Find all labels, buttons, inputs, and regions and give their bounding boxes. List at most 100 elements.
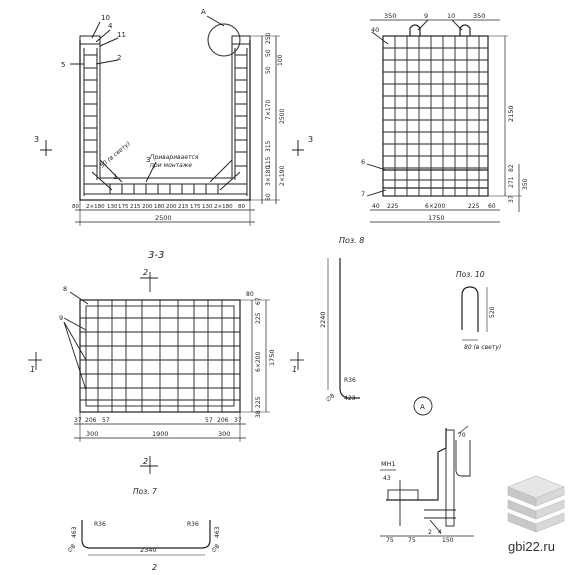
pos10-hook	[461, 286, 488, 341]
dim-b-200b: 200	[166, 204, 177, 210]
note-weld-2: при монтаже	[150, 162, 192, 169]
plan-callout-9: 9	[59, 314, 63, 322]
pos7-len: 2340	[140, 546, 157, 554]
plan-b-57b: 57	[205, 417, 213, 424]
callout-3: 3	[146, 156, 150, 164]
plan-dim-225b: 225	[255, 396, 262, 408]
plan-view	[28, 272, 304, 474]
circle-a-label: A	[201, 8, 206, 16]
elevation-grid-horizontal	[383, 47, 488, 181]
dim-b-80b: 80	[238, 204, 245, 210]
detail-a-labels: A МН1 43 70 75 75 150 4 2	[381, 403, 466, 544]
pos7-r-right: R36	[187, 521, 199, 528]
callout-10: 10	[101, 14, 110, 22]
elev-dim-350: 350	[522, 178, 529, 190]
pos8-bar	[327, 258, 360, 399]
detail-a-mark: МН1	[381, 460, 396, 468]
pos7-bar	[81, 520, 211, 556]
dim-b-175b: 175	[190, 204, 201, 210]
plan-dim-38: 38	[255, 410, 262, 418]
pos8-height: 2240	[319, 311, 327, 328]
dim-b-130b: 130	[202, 204, 213, 210]
plan-section-1-right: 1	[292, 365, 297, 374]
note-weld: Приваривается	[150, 154, 199, 161]
pos8-dia: ∅8	[325, 392, 337, 403]
detail-a-dim-70: 70	[458, 432, 466, 439]
dim-b-200: 200	[142, 204, 153, 210]
dim-b-215: 215	[130, 204, 141, 210]
dim-2500-v: 2500	[279, 109, 286, 124]
note-50-clear: 50 (в свету)	[99, 140, 132, 169]
elev-callout-6: 6	[361, 158, 365, 166]
plan-b-300: 300	[86, 430, 98, 438]
dim-total-2500: 2500	[155, 214, 172, 222]
elev-dim-271: 271	[508, 176, 515, 188]
dim-b-180: 180	[154, 204, 165, 210]
pos7-dia-left: ∅8	[66, 543, 77, 555]
elev-b-60: 60	[488, 203, 496, 210]
plan-section-1-left: 1	[30, 365, 35, 374]
elev-top-350-r: 350	[473, 12, 485, 20]
plan-dim-1750: 1750	[268, 349, 276, 366]
section-mark-3-right: 3	[308, 135, 313, 144]
right-wall-rungs	[234, 48, 248, 196]
dim-115: 115	[265, 156, 272, 168]
detail-a	[380, 396, 474, 537]
dim-250: 250	[265, 32, 272, 44]
dim-3x180: 3×180	[265, 166, 272, 186]
callout-2: 2	[117, 54, 121, 62]
callout-5: 5	[61, 61, 65, 69]
watermark-text: gbi22.ru	[508, 539, 555, 554]
plan-section-2-top: 2	[143, 268, 148, 277]
pos8-width: 423	[344, 395, 356, 402]
pos10-height: 520	[489, 306, 496, 318]
left-wall-rungs	[83, 48, 98, 196]
pos7-dia-right: ∅8	[210, 543, 221, 555]
elev-dim-82: 82	[508, 164, 515, 172]
elev-b-225: 225	[387, 203, 399, 210]
plan-b-1900: 1900	[152, 430, 169, 438]
plan-b-37: 37	[74, 417, 82, 424]
pos7-section-2: 2	[152, 563, 157, 572]
elev-dim-2150: 2150	[507, 105, 515, 122]
detail-a-dim-43: 43	[383, 475, 391, 482]
elev-total-1750: 1750	[428, 214, 445, 222]
detail-a-dim-75a: 75	[386, 537, 394, 544]
elev-b-40: 40	[372, 203, 380, 210]
section-u-view	[40, 15, 304, 226]
pos10-labels: Поз. 10 520 80 (в свету)	[456, 270, 501, 351]
dim-b-130: 130	[107, 204, 118, 210]
elev-dim-37: 37	[508, 195, 515, 203]
plan-labels: 8 9 80 67 225 6×200 1750 225 38 37 206 5…	[30, 268, 297, 466]
plan-dim-6x200: 6×200	[255, 352, 262, 372]
elev-left-40: 40	[371, 26, 379, 34]
dim-50c: 50	[265, 193, 272, 201]
elev-top-350-l: 350	[384, 12, 396, 20]
section-mark-3-left: 3	[34, 135, 39, 144]
pos10-inner: 80 (в свету)	[464, 344, 501, 351]
dim-315: 315	[265, 140, 272, 152]
pos7-label: Поз. 7	[133, 487, 157, 496]
elevation-labels: 350 350 9 10 40 6 7 2150 82 271 350 37 4…	[339, 12, 529, 245]
elevation-grid-vertical	[394, 36, 480, 196]
plan-callout-8: 8	[63, 285, 67, 293]
dim-100: 100	[277, 54, 284, 66]
elev-b-6x200: 6×200	[425, 203, 445, 210]
callout-1: 1	[113, 173, 117, 181]
plan-grid-vertical	[97, 300, 223, 412]
callout-11: 11	[117, 31, 126, 39]
dim-7x170: 7×170	[265, 100, 272, 120]
plan-b-300b: 300	[218, 430, 230, 438]
detail-a-dim-150: 150	[442, 537, 454, 544]
section-u-labels: 10 4 11 5 2 3 1 A 50 (в свету) Приварива…	[34, 8, 313, 261]
pos7-labels: Поз. 7 463 463 R36 R36 2340 ∅8 ∅8 2	[66, 487, 221, 572]
pos7-r-left: R36	[94, 521, 106, 528]
detail-a-dim-75b: 75	[408, 537, 416, 544]
pos7-right-h: 463	[214, 526, 221, 538]
dim-50: 50	[265, 49, 272, 57]
dim-b-2x180: 2×180	[86, 204, 105, 210]
pos7-left-h: 463	[71, 526, 78, 538]
plan-dim-80: 80	[246, 291, 254, 298]
